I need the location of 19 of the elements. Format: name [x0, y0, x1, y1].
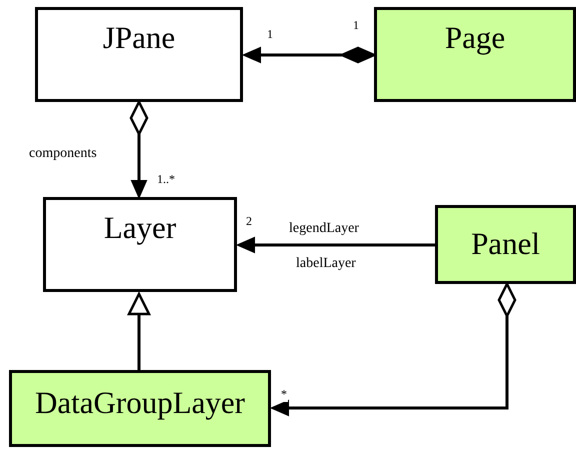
association-arrow — [238, 236, 435, 254]
class-box — [35, 7, 243, 102]
class-name: Layer — [102, 210, 178, 246]
role-name: labelLayer — [295, 256, 357, 272]
class-name: JPane — [102, 20, 176, 56]
role-name: legendLayer — [288, 221, 360, 237]
class-name: DataGroupLayer — [34, 385, 246, 421]
class-name: Page — [444, 20, 506, 56]
association-arrow — [128, 292, 150, 370]
class-box — [374, 7, 576, 102]
association-arrow — [272, 282, 516, 416]
class-box — [43, 197, 237, 292]
role-name: components — [28, 146, 98, 162]
association-arrow — [130, 100, 148, 198]
class-box — [435, 205, 576, 284]
multiplicity: * — [280, 387, 288, 402]
association-arrow — [244, 46, 376, 64]
class-box — [9, 370, 271, 447]
class-name: Panel — [470, 226, 541, 262]
